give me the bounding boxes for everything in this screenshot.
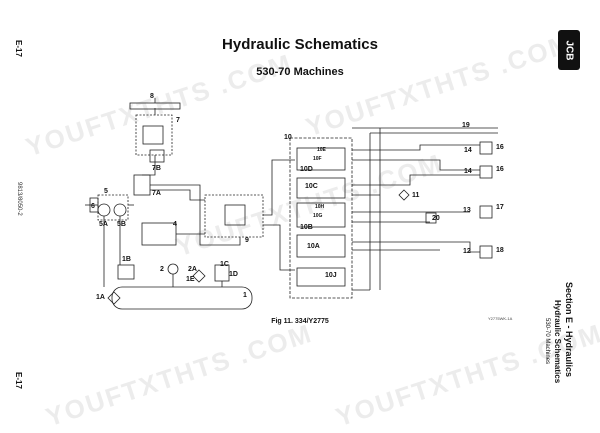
label-1a: 1A bbox=[96, 294, 105, 301]
label-1d: 1D bbox=[229, 271, 238, 278]
label-10b: 10B bbox=[300, 224, 313, 231]
label-7: 7 bbox=[176, 117, 180, 124]
label-16a: 16 bbox=[496, 144, 504, 151]
label-10f: 10F bbox=[313, 156, 322, 162]
label-14b: 14 bbox=[464, 168, 472, 175]
label-10g: 10G bbox=[313, 213, 323, 219]
filter-1b bbox=[117, 264, 135, 280]
pump-2 bbox=[167, 263, 179, 275]
page-subtitle: 530-70 Machines bbox=[256, 66, 344, 78]
priority-valve bbox=[133, 174, 151, 196]
hydraulic-tank bbox=[111, 286, 253, 310]
document-id: 9813/8050-2 bbox=[16, 182, 22, 216]
label-13: 13 bbox=[463, 207, 471, 214]
section-title: Section E - Hydraulics bbox=[564, 282, 574, 378]
valve-4 bbox=[141, 222, 177, 246]
label-16b: 16 bbox=[496, 166, 504, 173]
main-control-valve bbox=[289, 137, 353, 299]
jcb-logo: JCB bbox=[558, 30, 580, 70]
page-title: Hydraulic Schematics bbox=[222, 36, 378, 53]
label-7b: 7B bbox=[152, 165, 161, 172]
label-10c: 10C bbox=[305, 183, 318, 190]
label-17: 17 bbox=[496, 204, 504, 211]
actuator-12 bbox=[479, 245, 493, 259]
label-10j: 10J bbox=[325, 272, 337, 279]
label-1c: 1C bbox=[220, 261, 229, 268]
label-9: 9 bbox=[245, 237, 249, 244]
actuator-14b bbox=[479, 165, 493, 179]
page-number-top: E-17 bbox=[14, 40, 23, 57]
label-10e: 10E bbox=[317, 147, 326, 153]
label-10a: 10A bbox=[307, 243, 320, 250]
label-4: 4 bbox=[173, 221, 177, 228]
figure-caption: Fig 11. 334/Y2775 bbox=[271, 318, 329, 325]
label-2: 2 bbox=[160, 266, 164, 273]
hydraulic-schematic bbox=[85, 98, 498, 310]
label-20: 20 bbox=[432, 215, 440, 222]
label-2a: 2A bbox=[188, 266, 197, 273]
label-5: 5 bbox=[104, 188, 108, 195]
label-8: 8 bbox=[150, 93, 154, 100]
label-10: 10 bbox=[284, 134, 292, 141]
pump-5a bbox=[97, 203, 111, 217]
section-machine: 530-70 Machines bbox=[544, 318, 550, 365]
label-6: 6 bbox=[91, 203, 95, 210]
label-19: 19 bbox=[462, 122, 470, 129]
valve-20 bbox=[425, 212, 437, 224]
label-1b: 1B bbox=[122, 256, 131, 263]
label-1e: 1E bbox=[186, 276, 195, 283]
figure-code: Y2775WK-1A bbox=[488, 316, 513, 321]
label-14a: 14 bbox=[464, 147, 472, 154]
section-topic: Hydraulic Schematics bbox=[553, 300, 562, 384]
actuator-13 bbox=[479, 205, 493, 219]
steering-unit bbox=[135, 114, 173, 156]
label-11: 11 bbox=[412, 192, 420, 199]
label-5b: 5B bbox=[117, 221, 126, 228]
label-12: 12 bbox=[463, 248, 471, 255]
actuator-14a bbox=[479, 141, 493, 155]
label-18: 18 bbox=[496, 247, 504, 254]
label-7a: 7A bbox=[152, 190, 161, 197]
pump-5b bbox=[113, 203, 127, 217]
label-5a: 5A bbox=[99, 221, 108, 228]
label-10d: 10D bbox=[300, 166, 313, 173]
label-1: 1 bbox=[243, 292, 247, 299]
label-10h: 10H bbox=[315, 204, 325, 210]
block-9 bbox=[204, 194, 264, 238]
page-number-bottom: E-17 bbox=[14, 372, 23, 389]
